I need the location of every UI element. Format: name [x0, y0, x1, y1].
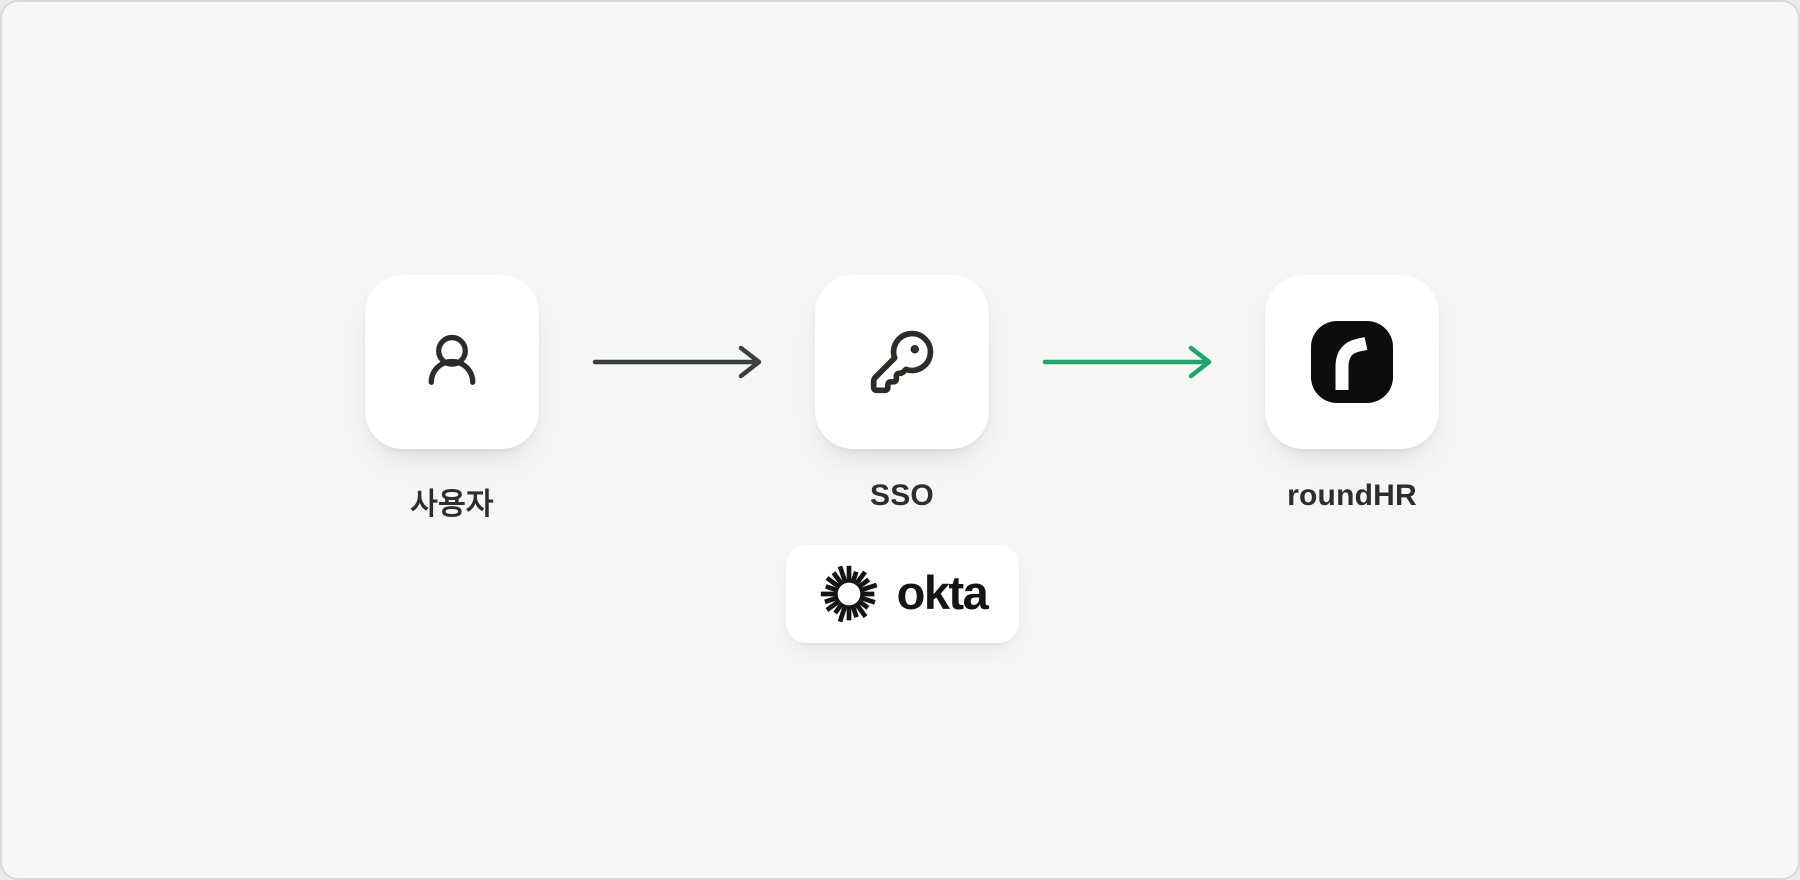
node-roundhr: roundHR — [1232, 275, 1472, 513]
node-user: 사용자 — [332, 275, 572, 523]
arrow-user-to-sso — [592, 345, 762, 379]
arrow-head — [1188, 345, 1212, 379]
arrow-sso-to-roundhr — [1042, 345, 1212, 379]
node-label-user: 사용자 — [410, 488, 494, 521]
arrow-head — [738, 345, 762, 379]
okta-badge: okta — [786, 545, 1019, 643]
roundhr-logo — [1311, 321, 1393, 403]
roundhr-node-card — [1265, 275, 1439, 449]
key-icon — [868, 328, 936, 396]
node-sso: SSO — [782, 275, 1022, 513]
user-icon — [418, 328, 486, 396]
node-label-roundhr: roundHR — [1287, 479, 1417, 512]
sso-node-card — [815, 275, 989, 449]
node-label-sso: SSO — [870, 479, 934, 512]
user-node-card — [365, 275, 539, 449]
okta-aura-icon — [818, 563, 880, 625]
okta-wordmark: okta — [896, 565, 989, 619]
